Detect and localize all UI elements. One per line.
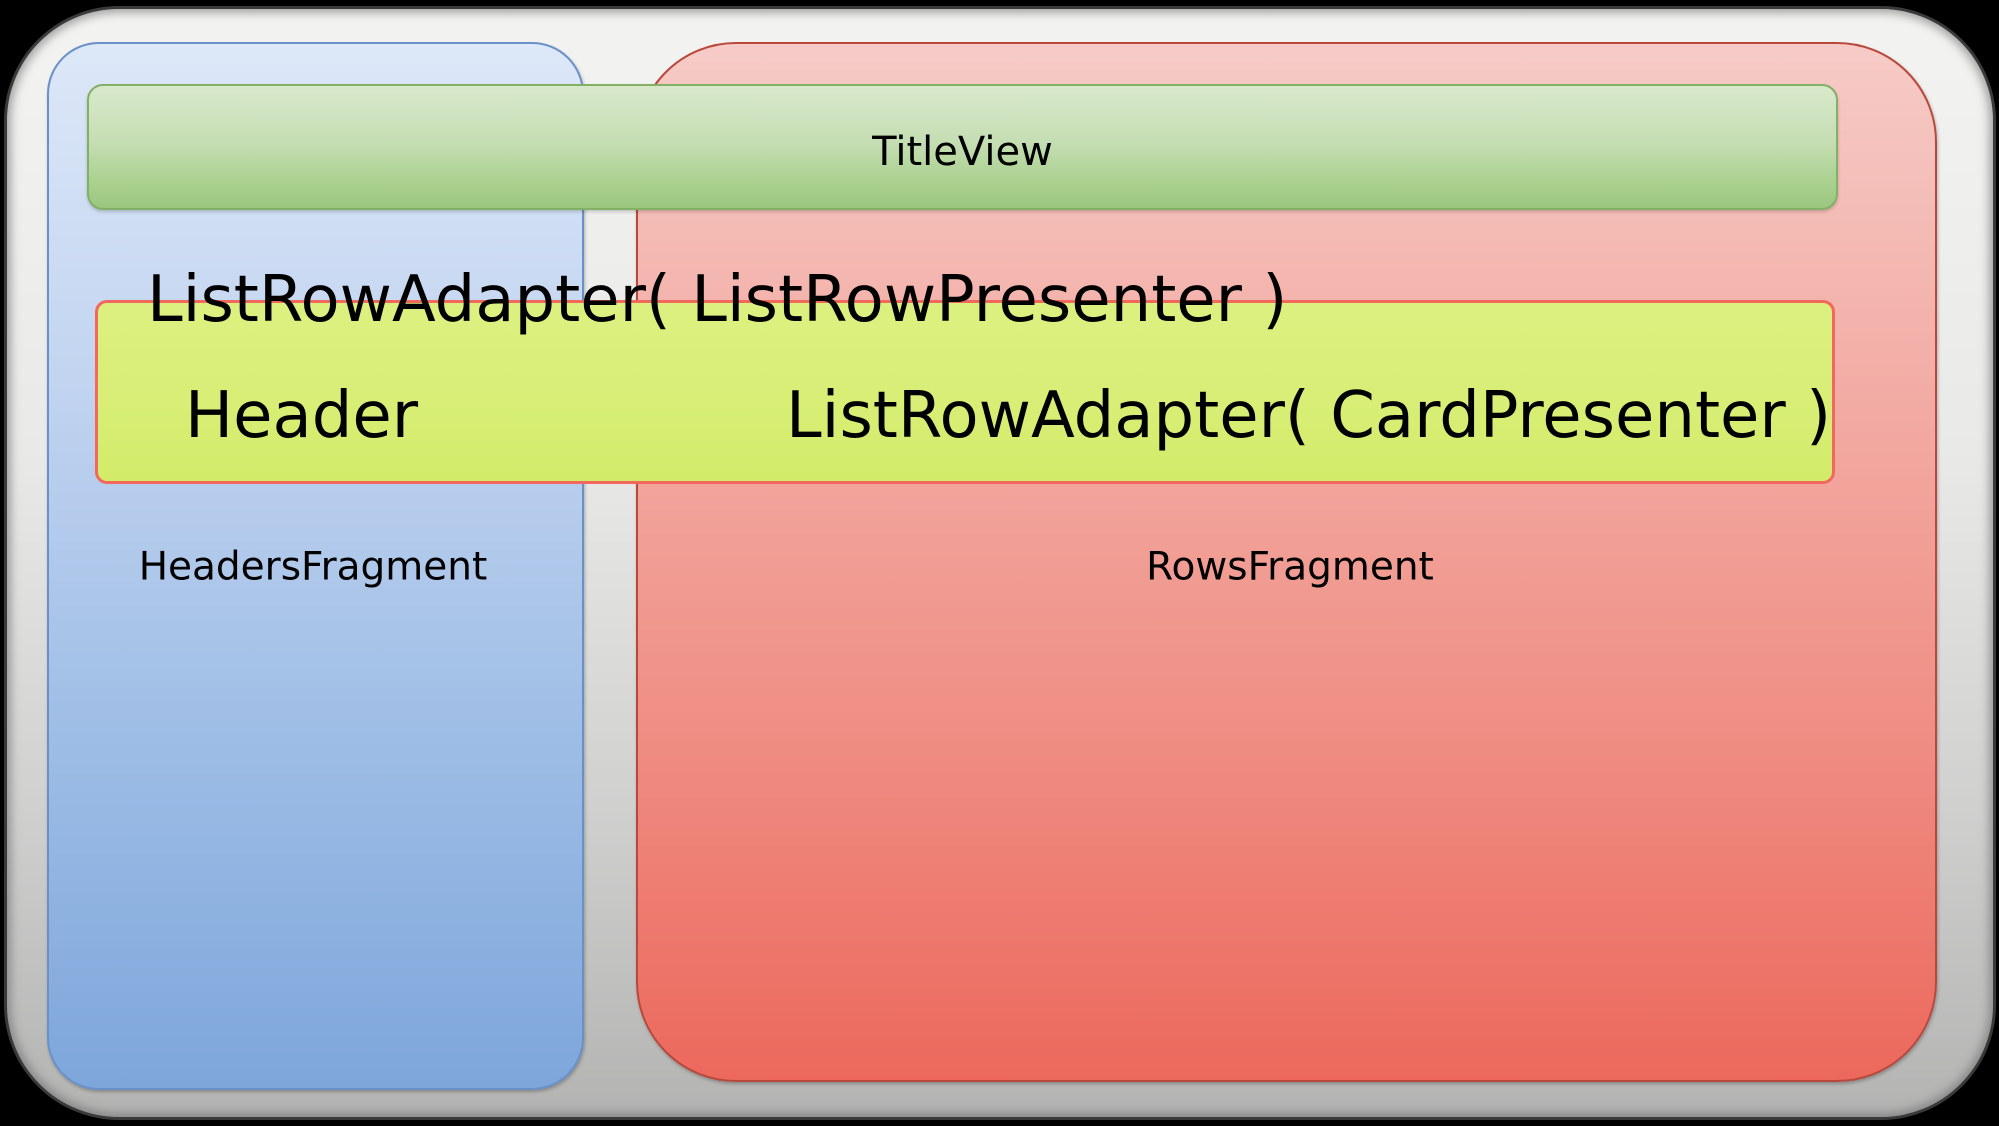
list-row-bar xyxy=(95,300,1835,484)
headers-fragment-panel xyxy=(47,42,584,1090)
title-view-label: TitleView xyxy=(872,129,1053,175)
header-label: Header xyxy=(185,379,419,453)
rows-fragment-label: RowsFragment xyxy=(1146,544,1434,590)
rows-fragment-panel xyxy=(636,42,1937,1082)
card-presenter-caption: ListRowAdapter( CardPresenter ) xyxy=(786,379,1832,453)
list-row-presenter-caption: ListRowAdapter( ListRowPresenter ) xyxy=(147,263,1288,337)
headers-fragment-label: HeadersFragment xyxy=(138,544,488,590)
title-view-bar: TitleView xyxy=(87,84,1838,210)
